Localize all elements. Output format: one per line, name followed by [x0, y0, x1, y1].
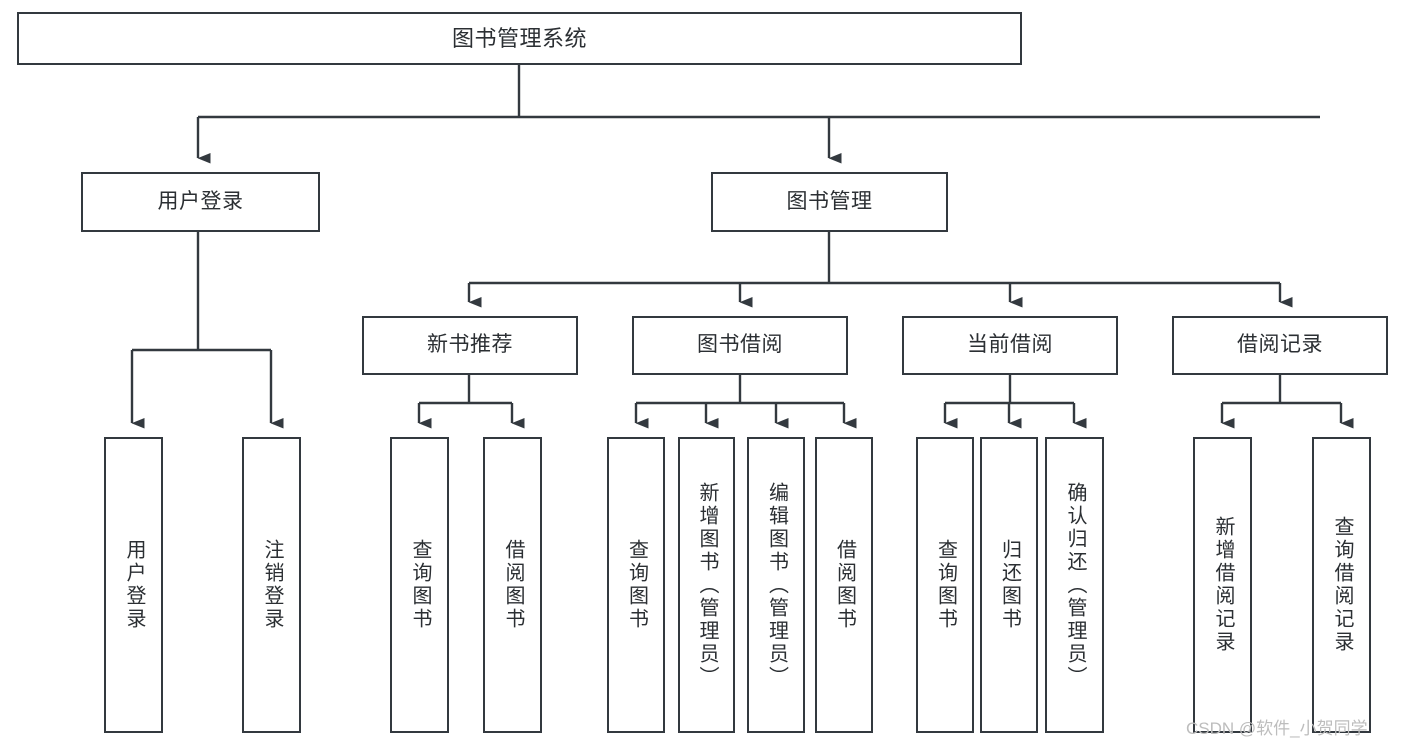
leaf-query-book-current[interactable]: 查询图书	[916, 437, 974, 733]
leaf-query-book-recommend[interactable]: 查询图书	[390, 437, 449, 733]
node-label: 查询图书	[409, 539, 431, 631]
node-label: 借阅记录	[1237, 333, 1323, 357]
node-label: 查询图书	[934, 539, 957, 631]
node-label: 图书管理	[786, 189, 873, 213]
leaf-return-book[interactable]: 归还图书	[980, 437, 1038, 733]
node-label: 图书借阅	[697, 333, 783, 357]
csdn-watermark: CSDN @软件_小贺同学	[1186, 719, 1368, 738]
leaf-add-borrow-record[interactable]: 新增借阅记录	[1193, 437, 1252, 733]
node-label: 借阅图书	[833, 539, 856, 631]
leaf-query-borrow-record[interactable]: 查询借阅记录	[1312, 437, 1371, 733]
leaf-query-book-borrow[interactable]: 查询图书	[607, 437, 665, 733]
node-label: 新增图书（管理员）	[696, 482, 718, 689]
leaf-borrow-book[interactable]: 借阅图书	[815, 437, 873, 733]
node-user-login[interactable]: 用户登录	[81, 172, 320, 232]
node-label: 查询图书	[625, 539, 648, 631]
node-label: 编辑图书（管理员）	[765, 482, 788, 689]
node-label: 用户登录	[123, 539, 145, 631]
node-label: 借阅图书	[502, 539, 524, 631]
leaf-add-book-admin[interactable]: 新增图书（管理员）	[678, 437, 735, 733]
leaf-user-login[interactable]: 用户登录	[104, 437, 163, 733]
node-label: 注销登录	[261, 539, 283, 631]
node-book-borrow[interactable]: 图书借阅	[632, 316, 848, 375]
node-label: 查询借阅记录	[1331, 516, 1353, 654]
node-root-system[interactable]: 图书管理系统	[17, 12, 1022, 65]
leaf-edit-book-admin[interactable]: 编辑图书（管理员）	[747, 437, 805, 733]
node-label: 归还图书	[998, 539, 1021, 631]
node-label: 用户登录	[157, 189, 244, 213]
leaf-borrow-book-recommend[interactable]: 借阅图书	[483, 437, 542, 733]
node-current-borrow[interactable]: 当前借阅	[902, 316, 1118, 375]
node-new-book-recommend[interactable]: 新书推荐	[362, 316, 578, 375]
node-label: 新书推荐	[427, 333, 513, 357]
node-label: 新增借阅记录	[1212, 516, 1234, 654]
node-borrow-record[interactable]: 借阅记录	[1172, 316, 1388, 375]
node-label: 当前借阅	[967, 333, 1053, 357]
node-book-management[interactable]: 图书管理	[711, 172, 948, 232]
leaf-logout[interactable]: 注销登录	[242, 437, 301, 733]
node-label: 确认归还（管理员）	[1064, 482, 1086, 689]
leaf-confirm-return-admin[interactable]: 确认归还（管理员）	[1045, 437, 1104, 733]
node-label: 图书管理系统	[451, 25, 587, 51]
